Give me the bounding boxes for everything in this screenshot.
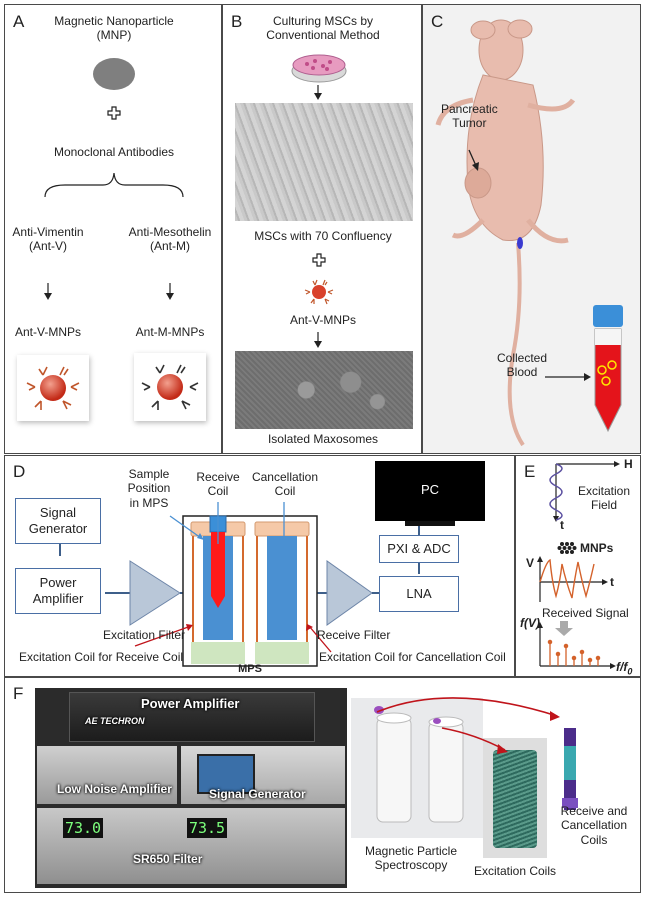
msc-culture-photo (235, 103, 413, 221)
cancellation-coil-label: Cancellation Coil (251, 470, 319, 499)
panel-f: F 73.0 73.5 AE TECHRON Power Amplifier L… (4, 677, 641, 893)
signal-generator-screen (197, 754, 255, 794)
ffo-axis-label: f/f0 (616, 660, 633, 677)
confluency-label: MSCs with 70 Confluency (254, 229, 392, 243)
ant-m-mnps-label: Ant-M-MNPs (135, 325, 205, 339)
receive-coil-label: Receive Coil (196, 470, 240, 499)
display-left: 73.0 (63, 818, 103, 838)
signal-generator-label: Signal Generator (209, 787, 306, 801)
v-axis-label: V (526, 556, 535, 570)
plus-icon (107, 106, 121, 120)
panel-a: A Magnetic Nanoparticle (MNP) Monoclonal… (4, 4, 222, 454)
mnp-title: Magnetic Nanoparticle (MNP) (54, 14, 174, 43)
panel-a-label: A (13, 12, 25, 31)
ant-v-mnps-label: Ant-V-MNPs (289, 313, 356, 327)
collected-blood-label: Collected Blood (497, 351, 548, 380)
maxosomes-label: Isolated Maxosomes (267, 432, 379, 446)
ae-techron-brand: AE TECHRON (85, 716, 145, 726)
panel-d-diagram (59, 461, 485, 667)
panel-a-lines (44, 172, 184, 300)
panel-f-arrows (376, 697, 560, 754)
panel-c: C Pancreatic Tumor Collected Blood (422, 4, 641, 454)
panel-d-label: D (13, 462, 26, 481)
power-amplifier-label: Power Amplifier (141, 696, 240, 711)
mps-label: Magnetic Particle Spectroscopy (364, 844, 458, 873)
excitation-field-label: Excitation Field (578, 484, 631, 513)
panel-d: D (4, 455, 515, 677)
culturing-title: Culturing MSCs by Conventional Method (266, 14, 380, 43)
coil-winding (493, 750, 537, 848)
excitation-coil-cancel-label: Excitation Coil for Cancellation Coil (319, 650, 506, 664)
pancreatic-tumor-label: Pancreatic Tumor (441, 102, 498, 131)
fv-axis-label: f(V) (520, 616, 540, 630)
pxi-adc-box: PXI & ADC (379, 535, 459, 563)
plus-icon (312, 253, 326, 267)
excitation-coil-receive-label: Excitation Coil for Receive Coil (19, 650, 184, 664)
sr650-unit: 73.0 73.5 (37, 808, 345, 884)
mps-photo (351, 698, 483, 838)
ffo-axis-subscript: 0 (627, 666, 633, 677)
mps-label: MPS (238, 663, 262, 675)
signal-generator-box: Signal Generator (15, 498, 101, 544)
panel-b-label: B (231, 12, 243, 31)
t-axis2-label: t (610, 575, 614, 589)
mnps-label: MNPs (580, 541, 614, 555)
maxosome-photo (235, 351, 413, 429)
panel-f-label: F (13, 684, 24, 703)
anti-vimentin-label: Anti-Vimentin (Ant-V) (12, 225, 84, 254)
receive-filter-label: Receive Filter (317, 628, 391, 642)
h-axis-label: H (624, 457, 633, 471)
receive-cancellation-coils-photo (558, 728, 582, 810)
display-right: 73.5 (187, 818, 227, 838)
equipment-rack-photo: 73.0 73.5 (35, 688, 347, 888)
low-noise-amplifier-label: Low Noise Amplifier (57, 782, 172, 796)
antibodies-label: Monoclonal Antibodies (53, 145, 175, 159)
sample-position-label: Sample Position in MPS (127, 467, 171, 510)
petri-dish-icon (289, 49, 349, 85)
ant-v-mnps-label: Ant-V-MNPs (14, 325, 81, 339)
panel-e: E (515, 455, 641, 677)
lna-unit (37, 746, 177, 804)
ffo-axis-text: f/f (616, 660, 628, 674)
receive-cancellation-label: Receive and Cancellation Coils (560, 804, 628, 847)
ant-v-mnp-small-icon (301, 275, 337, 309)
panel-c-label: C (431, 12, 444, 31)
panel-b-arrows (314, 85, 322, 348)
received-signal-label: Received Signal (542, 606, 629, 620)
ant-m-mnp-image (134, 353, 206, 421)
power-amplifier-box: Power Amplifier (15, 568, 101, 614)
excitation-coils-photo (483, 738, 547, 858)
excitation-filter-label: Excitation Filter (103, 628, 186, 642)
blood-tube-icon (588, 305, 628, 435)
signal-generator-unit (181, 746, 345, 804)
pc-label: PC (420, 482, 440, 497)
panel-b: B Culturing MSCs by Conventional Method … (222, 4, 422, 454)
mnp-particle (93, 58, 135, 90)
panel-e-label: E (524, 462, 536, 481)
t-axis-label: t (560, 518, 564, 532)
mouse-illustration (435, 19, 591, 447)
panel-e-graphs (537, 461, 620, 669)
power-amplifier-unit (69, 692, 315, 742)
ant-v-mnp-image (17, 355, 89, 421)
lna-box: LNA (379, 576, 459, 612)
anti-mesothelin-label: Anti-Mesothelin (Ant-M) (128, 225, 212, 254)
excitation-coils-label: Excitation Coils (473, 864, 557, 878)
sr650-filter-label: SR650 Filter (133, 852, 203, 866)
